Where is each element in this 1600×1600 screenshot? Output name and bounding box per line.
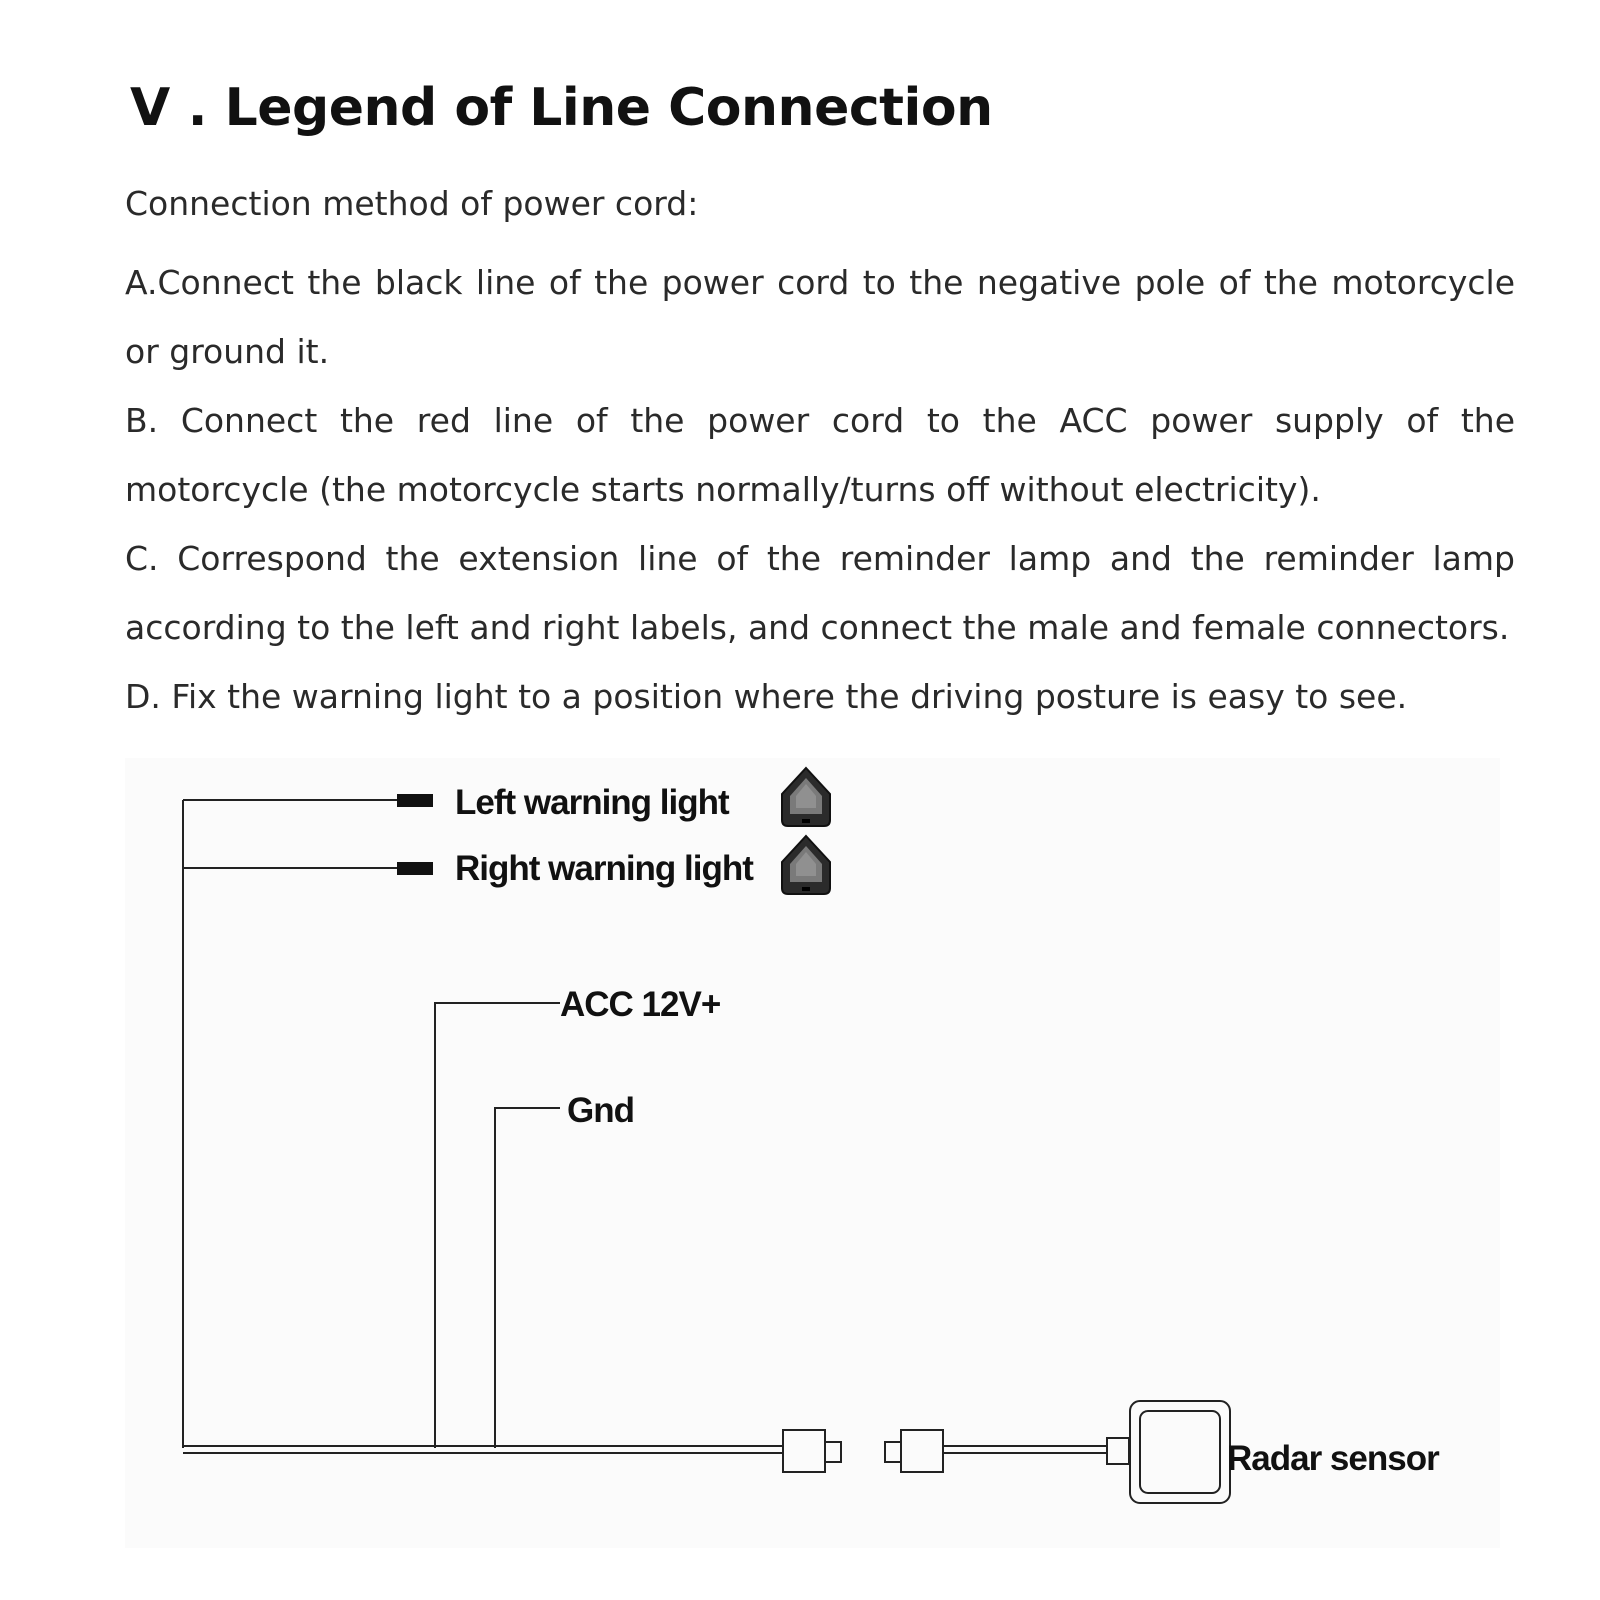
wiring-diagram-svg: Left warning light Right warning light A…	[182, 766, 1441, 1504]
instruction-list: A.Connect the black line of the power co…	[125, 248, 1515, 731]
acc-wire	[434, 1002, 560, 1448]
gnd-wire	[494, 1107, 560, 1448]
right-warning-plug	[397, 862, 433, 875]
warning-lamp-icon	[781, 834, 831, 895]
male-connector	[782, 1429, 826, 1473]
radar-sensor-inner	[1139, 1410, 1221, 1494]
page-title: V . Legend of Line Connection	[130, 78, 993, 138]
radar-sensor-label: Radar sensor	[1227, 1439, 1440, 1478]
step-a: A.Connect the black line of the power co…	[125, 263, 1515, 371]
step-c: C. Correspond the extension line of the …	[125, 539, 1515, 647]
female-connector-pin	[884, 1441, 902, 1463]
female-connector	[900, 1429, 944, 1473]
left-warning-plug	[397, 794, 433, 807]
section-number: V	[130, 78, 170, 138]
left-warning-label: Left warning light	[455, 783, 730, 822]
wiring-diagram: Left warning light Right warning light A…	[125, 758, 1500, 1548]
step-d: D. Fix the warning light to a position w…	[125, 677, 1408, 716]
step-b: B. Connect the red line of the power cor…	[125, 401, 1515, 509]
intro-text: Connection method of power cord:	[125, 184, 699, 223]
section-title: . Legend of Line Connection	[187, 78, 993, 138]
warning-lamp-icon	[781, 766, 831, 827]
acc-label: ACC 12V+	[560, 985, 721, 1024]
radar-sensor-port	[1106, 1437, 1130, 1465]
right-warning-label: Right warning light	[455, 849, 754, 888]
radar-sensor-outer	[1129, 1400, 1231, 1504]
male-connector-pin	[824, 1441, 842, 1463]
gnd-label: Gnd	[567, 1091, 634, 1130]
